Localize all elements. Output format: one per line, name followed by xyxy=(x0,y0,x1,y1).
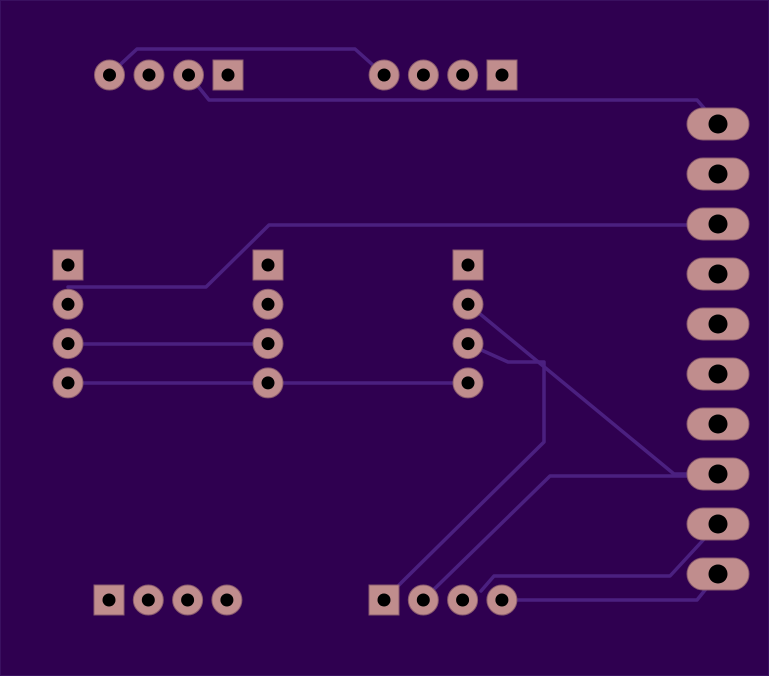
trace xyxy=(421,474,720,602)
header-mid-left xyxy=(52,249,84,399)
drill-hole xyxy=(495,593,509,607)
drill-hole xyxy=(377,593,391,607)
drill-hole xyxy=(181,593,195,607)
drill-hole xyxy=(461,258,475,272)
drill-hole xyxy=(461,297,475,311)
drill-hole xyxy=(416,593,430,607)
header-top-left xyxy=(94,59,244,91)
trace xyxy=(107,47,386,77)
drill-hole xyxy=(708,364,728,384)
drill-hole xyxy=(141,593,155,607)
drill-hole xyxy=(221,68,235,82)
drill-hole xyxy=(61,258,75,272)
square-pad xyxy=(368,584,400,616)
drill-hole xyxy=(61,337,75,351)
trace xyxy=(479,522,720,593)
drill-hole xyxy=(261,297,275,311)
drill-hole xyxy=(708,514,728,534)
drill-hole xyxy=(708,264,728,284)
drill-hole xyxy=(220,593,234,607)
trace xyxy=(66,223,720,289)
drill-hole xyxy=(261,376,275,390)
drill-hole xyxy=(61,297,75,311)
drill-hole xyxy=(495,68,509,82)
drill-hole xyxy=(416,68,430,82)
drill-hole xyxy=(103,68,116,82)
drill-hole xyxy=(708,414,728,434)
header-bottom-left xyxy=(93,584,243,616)
drill-hole xyxy=(142,68,156,82)
drill-hole xyxy=(708,114,728,134)
square-pad xyxy=(52,249,84,281)
drill-hole xyxy=(708,214,728,234)
drill-hole xyxy=(461,337,475,351)
drill-hole xyxy=(708,314,728,334)
drill-hole xyxy=(708,464,728,484)
trace xyxy=(382,342,546,602)
header-mid-right xyxy=(452,249,484,399)
drill-hole xyxy=(708,564,728,584)
header-bottom-right xyxy=(368,584,518,616)
drill-hole xyxy=(456,68,470,82)
drill-hole xyxy=(61,376,75,390)
header-top-right xyxy=(368,59,518,91)
header-mid-center xyxy=(252,249,284,399)
drill-hole xyxy=(182,68,195,82)
pads-layer xyxy=(52,59,750,616)
drill-hole xyxy=(377,68,391,82)
drill-hole xyxy=(456,593,470,607)
drill-hole xyxy=(261,258,275,272)
drill-hole xyxy=(461,376,475,390)
square-pad xyxy=(252,249,284,281)
drill-hole xyxy=(102,593,116,607)
drill-hole xyxy=(261,337,275,351)
drill-hole xyxy=(708,164,728,184)
connector-right xyxy=(686,107,750,591)
